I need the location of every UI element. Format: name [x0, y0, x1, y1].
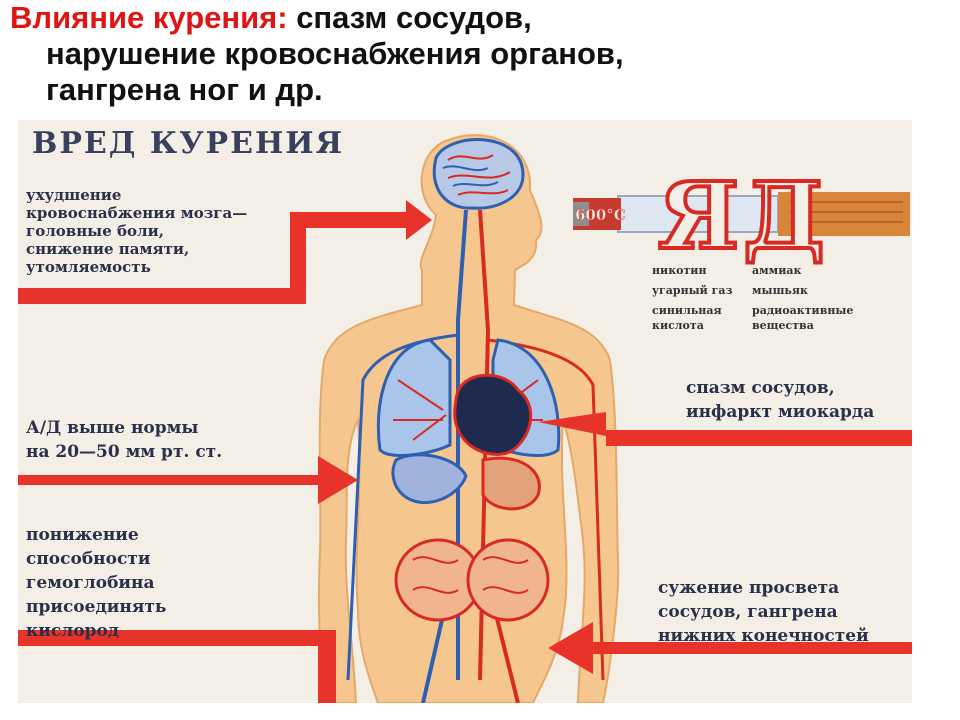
brain-vessels [432, 138, 525, 210]
label-brain-line: ухудшение [26, 186, 122, 204]
label-brain-line: утомляемость [26, 258, 151, 276]
arrow-brain [18, 200, 432, 304]
label-pressure-line: А/Д выше нормы [26, 418, 199, 438]
slide-title-lead: Влияние курения: [10, 0, 288, 35]
poison-item: угарный газ [652, 284, 733, 297]
label-hemoglobin: понижение способности гемоглобина присое… [26, 523, 166, 643]
label-heart: спазм сосудов, инфаркт миокарда [686, 376, 874, 424]
lungs [376, 338, 561, 457]
label-brain-line: головные боли, [26, 222, 164, 240]
poster-heading: ВРЕД КУРЕНИЯ [32, 126, 345, 161]
label-brain: ухудшение кровоснабжения мозга— головные… [26, 186, 247, 276]
label-hemoglobin-line: присоединять [26, 597, 167, 617]
poison-item: аммиак [752, 264, 802, 277]
temperature-label: 600°C [575, 206, 626, 224]
heart [453, 373, 533, 456]
liver [391, 453, 468, 505]
label-hemoglobin-line: гемоглобина [26, 573, 155, 593]
slide-title-line3: гангрена ног и др. [46, 72, 323, 107]
poison-item: вещества [752, 319, 814, 332]
label-brain-line: снижение памяти, [26, 240, 190, 258]
arrows [18, 200, 912, 703]
poison-item: кислота [652, 319, 704, 332]
label-legs-line: сосудов, гангрена [658, 602, 838, 622]
poison-list-right: аммиак мышьяк радиоактивные вещества [752, 263, 853, 333]
label-heart-line: спазм сосудов, [686, 378, 835, 398]
poison-item: никотин [652, 264, 707, 277]
label-hemoglobin-line: понижение [26, 525, 139, 545]
poison-word: ЯД [658, 162, 829, 270]
arrow-legs [548, 622, 912, 674]
slide-title-line1: спазм сосудов, [287, 0, 532, 35]
poison-list-left: никотин угарный газ синильная кислота [652, 263, 733, 333]
label-hemoglobin-line: способности [26, 549, 151, 569]
intestines [394, 538, 550, 622]
poison-item: мышьяк [752, 284, 808, 297]
poison-item: радиоактивные [752, 304, 854, 317]
poster-illustration: ЯД 600°C [18, 134, 912, 703]
arrow-pressure [18, 456, 358, 504]
stomach [481, 456, 541, 511]
ya-letters: ЯД [656, 160, 829, 272]
label-legs-line: нижних конечностей [658, 626, 869, 646]
label-pressure: А/Д выше нормы на 20—50 мм рт. ст. [26, 416, 222, 464]
label-legs: сужение просвета сосудов, гангрена нижни… [658, 576, 869, 648]
smoking-harm-poster: ЯД 600°C ВРЕД КУРЕНИЯ ухудшение кровосна… [18, 120, 912, 703]
label-pressure-line: на 20—50 мм рт. ст. [26, 442, 223, 462]
label-hemoglobin-line: кислород [26, 621, 120, 641]
label-brain-line: кровоснабжения мозга— [26, 204, 248, 222]
poison-item: синильная [652, 304, 722, 317]
arrow-hemoglobin [18, 630, 336, 703]
slide-title: Влияние курения: спазм сосудов, нарушени… [10, 0, 950, 108]
cigarette [573, 192, 910, 236]
label-heart-line: инфаркт миокарда [686, 402, 875, 422]
arrow-heart [538, 412, 912, 446]
label-legs-line: сужение просвета [658, 578, 840, 598]
slide-title-line2: нарушение кровоснабжения органов, [46, 36, 624, 71]
